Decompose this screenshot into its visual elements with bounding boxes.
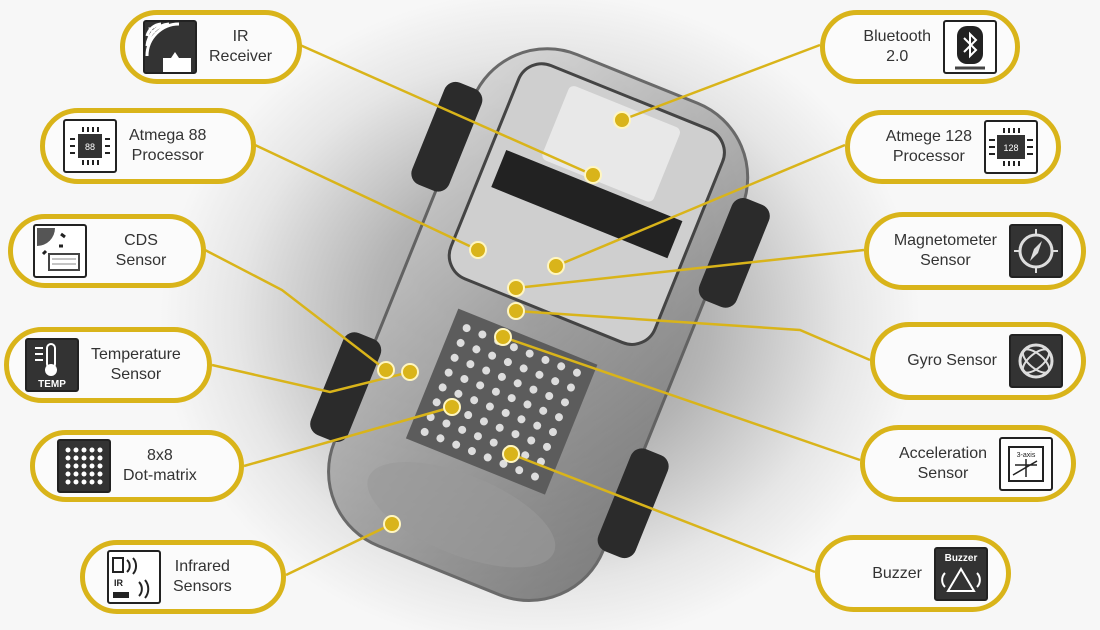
svg-text:3-axis: 3-axis xyxy=(1017,452,1036,459)
marker-dot-acceleration xyxy=(494,328,512,346)
svg-text:TEMP: TEMP xyxy=(38,379,66,390)
label-temperature-sensor: TEMP Temperature Sensor xyxy=(4,327,212,403)
marker-dot-temperature-sensor xyxy=(401,363,419,381)
label-text: Temperature Sensor xyxy=(91,346,181,383)
label-acceleration: Acceleration Sensor 3-axis xyxy=(860,425,1076,502)
label-text: Acceleration Sensor xyxy=(898,444,987,482)
ir-receiver-icon: IR xyxy=(143,20,197,74)
svg-text:IR: IR xyxy=(114,578,124,588)
label-text: Bluetooth 2.0 xyxy=(863,28,931,65)
marker-dot-cds-sensor xyxy=(377,361,395,379)
label-text: Atmege 128 Processor xyxy=(885,128,972,165)
marker-dot-infrared-sensors xyxy=(383,515,401,533)
marker-dot-buzzer xyxy=(502,445,520,463)
leader-line-magnetometer xyxy=(515,248,865,290)
label-text: CDS Sensor xyxy=(115,232,167,269)
label-magnetometer: Magnetometer Sensor xyxy=(864,212,1086,290)
marker-dot-ir-receiver xyxy=(584,166,602,184)
chip-icon: 88 xyxy=(63,119,117,173)
label-text: Infrared Sensors xyxy=(173,558,232,595)
svg-text:128: 128 xyxy=(1003,143,1018,153)
label-gyro: Gyro Sensor xyxy=(870,322,1086,400)
leader-line-cds-sensor xyxy=(204,248,387,371)
thermometer-icon: TEMP xyxy=(25,338,79,392)
leader-line-temperature-sensor xyxy=(211,363,411,394)
leader-line-bluetooth xyxy=(621,43,821,122)
chip-icon: 128 xyxy=(984,120,1038,174)
marker-dot-atmega-128 xyxy=(547,257,565,275)
marker-dot-bluetooth xyxy=(613,111,631,129)
buzzer-icon: Buzzer xyxy=(934,546,988,601)
leader-line-atmega-88 xyxy=(254,143,479,252)
leader-line-atmega-128 xyxy=(555,143,846,268)
label-text: Gyro Sensor xyxy=(907,352,997,369)
leader-line-gyro xyxy=(515,309,871,362)
leader-line-buzzer xyxy=(510,452,816,574)
leader-line-dot-matrix xyxy=(243,405,453,468)
marker-dot-atmega-88 xyxy=(469,241,487,259)
label-cds-sensor: CDS Sensor xyxy=(8,214,206,288)
label-ir-receiver: IR IR Receiver xyxy=(120,10,302,84)
marker-dot-magnetometer xyxy=(507,279,525,297)
label-text: Magnetometer Sensor xyxy=(893,232,997,269)
robot-car-image xyxy=(310,47,770,603)
label-text: Buzzer xyxy=(872,564,922,582)
label-atmega-128: Atmege 128 Processor 128 xyxy=(845,110,1061,184)
label-text: IR Receiver xyxy=(209,28,273,65)
label-bluetooth: Bluetooth 2.0 xyxy=(820,10,1020,84)
bluetooth-icon xyxy=(943,20,997,74)
marker-dot-dot-matrix xyxy=(443,398,461,416)
light-sensor-icon xyxy=(33,224,87,278)
label-text: 8x8 Dot-matrix xyxy=(123,447,197,484)
label-buzzer: Buzzer Buzzer xyxy=(815,535,1011,612)
label-atmega-88: 88 Atmega 88 Processor xyxy=(40,108,256,184)
gyro-icon xyxy=(1009,334,1063,388)
svg-text:Buzzer: Buzzer xyxy=(945,553,978,564)
leader-line-acceleration xyxy=(502,335,861,462)
leader-line-infrared-sensors xyxy=(285,522,393,577)
label-text: Atmega 88 Processor xyxy=(129,127,207,164)
svg-text:IR: IR xyxy=(148,26,156,35)
label-dot-matrix: 8x8 Dot-matrix xyxy=(30,430,244,502)
leader-line-ir-receiver xyxy=(299,43,594,177)
svg-text:88: 88 xyxy=(85,142,95,152)
dot-matrix-icon xyxy=(57,439,111,493)
infrared-icon: IR xyxy=(107,550,161,604)
accelerometer-icon: 3-axis xyxy=(999,436,1053,491)
label-infrared-sensors: IR Infrared Sensors xyxy=(80,540,286,614)
marker-dot-gyro xyxy=(507,302,525,320)
compass-icon xyxy=(1009,224,1063,278)
